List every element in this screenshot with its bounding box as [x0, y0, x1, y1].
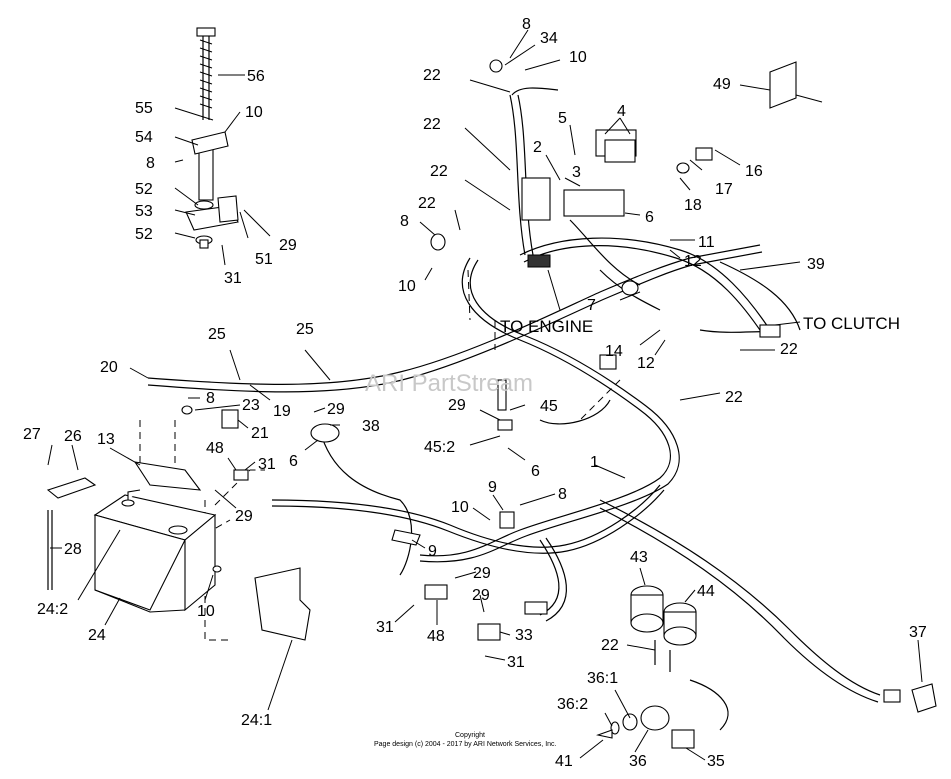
part-label[interactable]: 37 — [909, 624, 927, 641]
part-label[interactable]: 12 — [684, 253, 702, 270]
battery-group — [46, 461, 311, 641]
callout-to-engine: TO ENGINE — [500, 317, 593, 336]
right-top-components — [430, 59, 823, 338]
part-label[interactable]: 53 — [135, 203, 153, 220]
part-label[interactable]: 29 — [279, 237, 297, 254]
part-label[interactable]: 44 — [697, 583, 715, 600]
part-label[interactable]: 31 — [376, 619, 394, 636]
part-label[interactable]: 6 — [531, 463, 540, 480]
part-label[interactable]: 52 — [135, 226, 153, 243]
part-label[interactable]: 55 — [135, 100, 153, 117]
part-label[interactable]: 29 — [327, 401, 345, 418]
part-label[interactable]: 48 — [206, 440, 224, 457]
part-number-labels: 8 34 10 56 55 10 54 8 52 53 52 51 29 31 … — [23, 16, 927, 770]
part-label[interactable]: 24 — [88, 627, 106, 644]
part-label[interactable]: 10 — [569, 49, 587, 66]
leader-lines — [47, 29, 923, 761]
part-label[interactable]: 8 — [400, 213, 409, 230]
part-label[interactable]: 22 — [423, 116, 441, 133]
part-label[interactable]: 36:1 — [587, 670, 618, 687]
part-label[interactable]: 9 — [488, 479, 497, 496]
part-label[interactable]: 38 — [362, 418, 380, 435]
part-label[interactable]: 3 — [572, 164, 581, 181]
part-label[interactable]: 24:2 — [37, 601, 68, 618]
part-label[interactable]: 13 — [97, 431, 115, 448]
part-label[interactable]: 25 — [296, 321, 314, 338]
part-label[interactable]: 35 — [707, 753, 725, 770]
part-label[interactable]: 22 — [780, 341, 798, 358]
part-label[interactable]: 6 — [645, 209, 654, 226]
center-components — [181, 354, 617, 641]
part-label[interactable]: 4 — [617, 103, 626, 120]
part-label[interactable]: 43 — [630, 549, 648, 566]
part-label[interactable]: 17 — [715, 181, 733, 198]
part-label[interactable]: 22 — [601, 637, 619, 654]
part-label[interactable]: 23 — [242, 397, 260, 414]
part-label[interactable]: 33 — [515, 627, 533, 644]
part-label[interactable]: 45 — [540, 398, 558, 415]
part-label[interactable]: 12 — [637, 355, 655, 372]
part-label[interactable]: 31 — [258, 456, 276, 473]
part-label[interactable]: 6 — [289, 453, 298, 470]
part-label[interactable]: 11 — [698, 234, 715, 251]
part-label[interactable]: 22 — [418, 195, 436, 212]
part-label[interactable]: 51 — [255, 251, 273, 268]
part-label[interactable]: 18 — [684, 197, 702, 214]
part-label[interactable]: 36 — [629, 753, 647, 770]
part-label[interactable]: 10 — [451, 499, 469, 516]
part-label[interactable]: 22 — [430, 163, 448, 180]
gauges-and-switches — [595, 585, 937, 749]
part-label[interactable]: 31 — [224, 270, 242, 287]
part-label[interactable]: 20 — [100, 359, 118, 376]
callout-to-clutch: TO CLUTCH — [803, 314, 900, 333]
part-label[interactable]: 22 — [725, 389, 743, 406]
part-label[interactable]: 39 — [807, 256, 825, 273]
part-label[interactable]: 9 — [428, 543, 437, 560]
part-label[interactable]: 27 — [23, 426, 41, 443]
part-label[interactable]: 28 — [64, 541, 82, 558]
part-label[interactable]: 10 — [398, 278, 416, 295]
copyright-line-1: Copyright — [455, 732, 485, 739]
part-label[interactable]: 2 — [533, 139, 542, 156]
part-label[interactable]: 54 — [135, 129, 153, 146]
part-label[interactable]: 48 — [427, 628, 445, 645]
part-label[interactable]: 8 — [558, 486, 567, 503]
part-label[interactable]: 29 — [448, 397, 466, 414]
part-label[interactable]: 45:2 — [424, 439, 455, 456]
part-label[interactable]: 24:1 — [241, 712, 272, 729]
part-label[interactable]: 5 — [558, 110, 567, 127]
watermark-text: ARI PartStream — [365, 370, 533, 397]
part-label[interactable]: 31 — [507, 654, 525, 671]
part-label[interactable]: 8 — [146, 155, 155, 172]
part-label[interactable]: 52 — [135, 181, 153, 198]
part-label[interactable]: 16 — [745, 163, 763, 180]
part-label[interactable]: 10 — [197, 603, 215, 620]
part-label[interactable]: 10 — [245, 104, 263, 121]
part-label[interactable]: 29 — [235, 508, 253, 525]
part-label[interactable]: 49 — [713, 76, 731, 93]
part-label[interactable]: 34 — [540, 30, 558, 47]
part-label[interactable]: 14 — [605, 343, 623, 360]
part-label[interactable]: 29 — [473, 565, 491, 582]
part-label[interactable]: 7 — [587, 297, 596, 314]
part-label[interactable]: 21 — [251, 425, 269, 442]
part-label[interactable]: 25 — [208, 326, 226, 343]
part-label[interactable]: 19 — [273, 403, 291, 420]
part-label[interactable]: 29 — [472, 587, 490, 604]
main-wire-harness — [147, 87, 881, 731]
part-label[interactable]: 56 — [247, 68, 265, 85]
part-label[interactable]: 36:2 — [557, 696, 588, 713]
part-label[interactable]: 8 — [522, 16, 531, 33]
part-label[interactable]: 26 — [64, 428, 82, 445]
part-label[interactable]: 8 — [206, 390, 215, 407]
copyright-line-2: Page design (c) 2004 - 2017 by ARI Netwo… — [374, 741, 557, 748]
seat-switch-post-assembly — [185, 27, 239, 249]
part-label[interactable]: 41 — [555, 753, 573, 770]
part-label[interactable]: 1 — [590, 454, 599, 471]
part-label[interactable]: 22 — [423, 67, 441, 84]
